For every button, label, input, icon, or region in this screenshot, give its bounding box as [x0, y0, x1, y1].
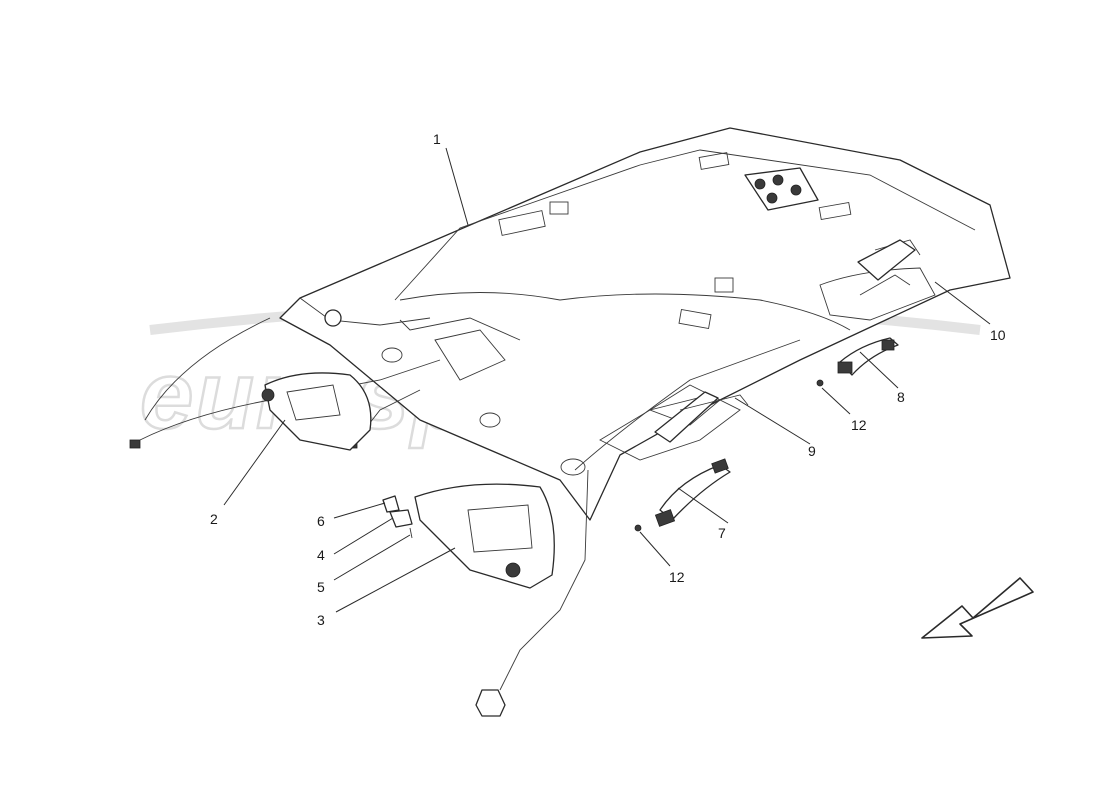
- callouts: 1 2 3 4 5 6 7 8 9 10 12 12: [210, 131, 1006, 628]
- bracket-10: [857, 239, 916, 296]
- sun-visor-left: [261, 372, 372, 451]
- arrow-down-left-icon: [921, 577, 1034, 639]
- callout-3: 3: [317, 612, 325, 628]
- callout-10: 10: [990, 327, 1006, 343]
- callout-8: 8: [897, 389, 905, 405]
- callout-6: 6: [317, 513, 325, 529]
- callout-7: 7: [718, 525, 726, 541]
- headliner: [279, 127, 1011, 521]
- grab-handle-7: [654, 458, 731, 527]
- screw-icon: [816, 379, 824, 387]
- clip-parts: [382, 495, 413, 539]
- leader-lines: [223, 147, 991, 613]
- bracket-9: [654, 391, 749, 443]
- callout-2: 2: [210, 511, 218, 527]
- callout-9: 9: [808, 443, 816, 459]
- screw-icon: [634, 524, 642, 532]
- callout-12-left: 12: [669, 569, 685, 585]
- callout-5: 5: [317, 579, 325, 595]
- sun-visor-right: [414, 483, 555, 589]
- callout-4: 4: [317, 547, 325, 563]
- grab-handle-8: [837, 337, 899, 376]
- callout-12-right: 12: [851, 417, 867, 433]
- callout-1: 1: [433, 131, 441, 147]
